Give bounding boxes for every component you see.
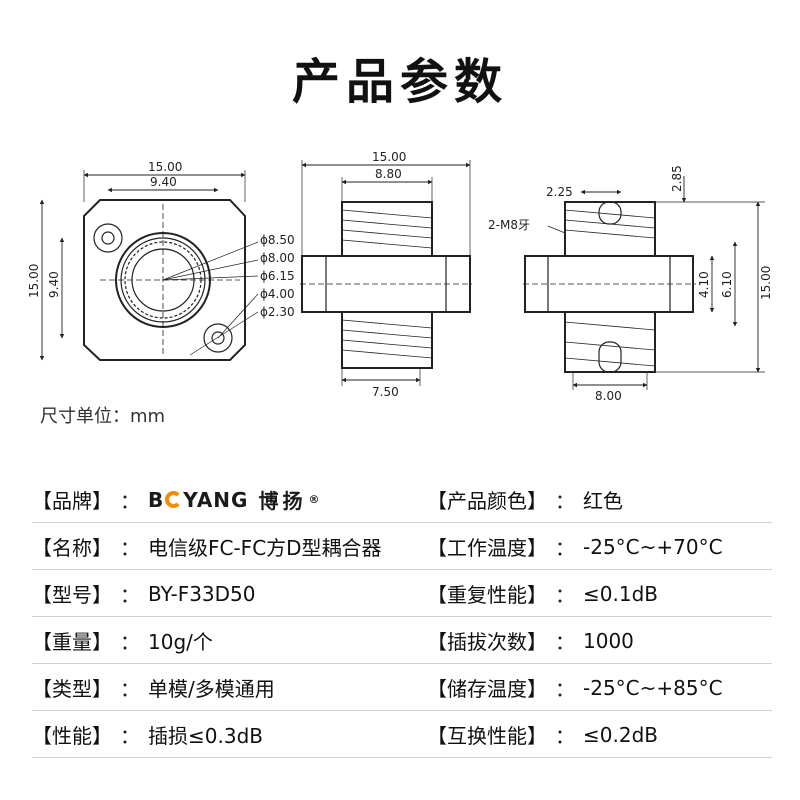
spec-row: 【型号】 ： BY-F33D50 【重复性能】 ： ≤0.1dB xyxy=(32,570,772,617)
front-dim-left-outer: 15.00 xyxy=(27,264,41,298)
side-dim-top-inner: 8.80 xyxy=(375,167,402,181)
diameter-label-1: ϕ8.50 xyxy=(260,233,295,247)
diameter-label-3: ϕ6.15 xyxy=(260,269,295,283)
brand-latin-after: YANG xyxy=(183,487,249,512)
spec-label: 【型号】 xyxy=(32,583,112,607)
spec-value: BY-F33D50 xyxy=(148,581,256,606)
spec-row: 【重量】 ： 10g/个 【插拔次数】 ： 1000 xyxy=(32,617,772,664)
spec-right: 【重复性能】 ： ≤0.1dB xyxy=(427,579,772,608)
spec-value: 电信级FC-FC方D型耦合器 xyxy=(148,536,382,560)
spec-separator: ： xyxy=(555,724,575,748)
spec-label: 【性能】 xyxy=(32,724,112,748)
spec-separator: ： xyxy=(555,489,575,513)
end-dim-small: 2.25 xyxy=(546,185,573,199)
spec-right: 【插拔次数】 ： 1000 xyxy=(427,626,772,655)
end-dim-bottom: 8.00 xyxy=(595,389,622,403)
spec-row: 【品牌】 ： B YANG 博扬 ® 【产品颜色】 ： 红色 xyxy=(32,476,772,523)
registered-mark: ® xyxy=(308,493,321,506)
spec-left: 【重量】 ： 10g/个 xyxy=(32,626,427,655)
spec-separator: ： xyxy=(120,724,140,748)
end-dim-vertical-top: 2.85 xyxy=(670,165,684,192)
spec-value: 1000 xyxy=(583,628,634,653)
front-view xyxy=(39,170,259,361)
spec-row: 【性能】 ： 插损≤0.3dB 【互换性能】 ： ≤0.2dB xyxy=(32,711,772,758)
spec-right: 【工作温度】 ： -25°C~+70°C xyxy=(427,532,772,561)
diameter-label-2: ϕ8.00 xyxy=(260,251,295,265)
end-dim-right-3: 15.00 xyxy=(759,266,773,300)
spec-row: 【类型】 ： 单模/多模通用 【储存温度】 ： -25°C~+85°C xyxy=(32,664,772,711)
spec-left: 【名称】 ： 电信级FC-FC方D型耦合器 xyxy=(32,532,427,561)
spec-separator: ： xyxy=(120,677,140,701)
spec-value: ≤0.2dB xyxy=(583,722,658,747)
brand-chinese: 博扬 xyxy=(258,489,307,513)
spec-label: 【储存温度】 xyxy=(427,677,547,701)
front-dim-left-inner: 9.40 xyxy=(47,271,61,298)
side-view xyxy=(300,160,472,386)
spec-label: 【品牌】 xyxy=(32,489,112,513)
spec-separator: ： xyxy=(120,536,140,560)
spec-separator: ： xyxy=(555,583,575,607)
page-title: 产品参数 xyxy=(291,54,508,110)
spec-value: -25°C~+70°C xyxy=(583,534,723,559)
spec-right: 【储存温度】 ： -25°C~+85°C xyxy=(427,673,772,702)
spec-separator: ： xyxy=(120,583,140,607)
brand-logo: B YANG 博扬 ® xyxy=(148,485,320,514)
spec-left: 【类型】 ： 单模/多模通用 xyxy=(32,673,427,702)
spec-label: 【产品颜色】 xyxy=(427,489,547,513)
end-thread-note: 2-M8牙 xyxy=(488,218,530,232)
front-dim-top-inner: 9.40 xyxy=(150,175,177,189)
spec-separator: ： xyxy=(555,677,575,701)
spec-value: 单模/多模通用 xyxy=(148,677,275,701)
end-dim-right-2: 6.10 xyxy=(720,271,734,298)
brand-latin-before: B xyxy=(148,487,165,512)
spec-right: 【产品颜色】 ： 红色 xyxy=(427,485,772,514)
unit-note: 尺寸单位：mm xyxy=(40,406,166,427)
spec-left: 【性能】 ： 插损≤0.3dB xyxy=(32,720,427,749)
spec-left: 【型号】 ： BY-F33D50 xyxy=(32,579,427,608)
spec-row: 【名称】 ： 电信级FC-FC方D型耦合器 【工作温度】 ： -25°C~+70… xyxy=(32,523,772,570)
spec-separator: ： xyxy=(555,536,575,560)
spec-label: 【插拔次数】 xyxy=(427,630,547,654)
spec-value: -25°C~+85°C xyxy=(583,675,723,700)
diameter-label-4: ϕ4.00 xyxy=(260,287,295,301)
side-dim-bottom: 7.50 xyxy=(372,385,399,399)
spec-label: 【重量】 xyxy=(32,630,112,654)
spec-value: ≤0.1dB xyxy=(583,581,658,606)
spec-label: 【工作温度】 xyxy=(427,536,547,560)
spec-separator: ： xyxy=(120,489,140,513)
spec-right: 【互换性能】 ： ≤0.2dB xyxy=(427,720,772,749)
diameter-label-5: ϕ2.30 xyxy=(260,305,295,319)
spec-separator: ： xyxy=(120,630,140,654)
spec-label: 【名称】 xyxy=(32,536,112,560)
front-dim-top-outer: 15.00 xyxy=(148,160,182,174)
spec-label: 【重复性能】 xyxy=(427,583,547,607)
spec-value: 插损≤0.3dB xyxy=(148,724,263,748)
brand-o-icon xyxy=(165,491,183,508)
spec-label: 【互换性能】 xyxy=(427,724,547,748)
spec-separator: ： xyxy=(555,630,575,654)
technical-drawing: 15.00 9.40 15.00 9.40 ϕ8.50 ϕ8.00 ϕ6.15 … xyxy=(27,150,773,403)
spec-left: 【品牌】 ： B YANG 博扬 ® xyxy=(32,485,427,514)
spec-value: 红色 xyxy=(583,489,623,513)
side-dim-top-outer: 15.00 xyxy=(372,150,406,164)
spec-table: 【品牌】 ： B YANG 博扬 ® 【产品颜色】 ： 红色 【名称】 ： 电信… xyxy=(32,476,772,758)
spec-label: 【类型】 xyxy=(32,677,112,701)
end-dim-right-1: 4.10 xyxy=(697,271,711,298)
end-view xyxy=(523,176,765,390)
spec-value: 10g/个 xyxy=(148,630,213,654)
